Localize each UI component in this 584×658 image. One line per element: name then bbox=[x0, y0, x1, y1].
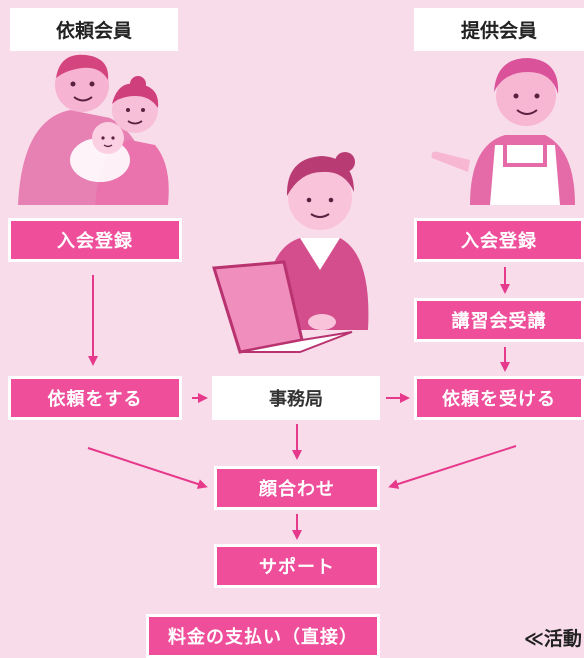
family-icon bbox=[18, 54, 169, 205]
provider-member-header: 提供会員 bbox=[414, 8, 584, 51]
arrow-requester-to-meeting bbox=[87, 447, 208, 489]
office-worker-computer-icon bbox=[212, 152, 369, 354]
meeting-box: 顔合わせ bbox=[214, 466, 380, 510]
activity-note: ≪活動 bbox=[524, 628, 582, 650]
requester-request-box: 依頼をする bbox=[8, 376, 182, 420]
provider-accept-box: 依頼を受ける bbox=[414, 376, 584, 420]
requester-member-header: 依頼会員 bbox=[10, 8, 178, 51]
support-box: サポート bbox=[214, 544, 380, 588]
provider-training-box: 講習会受講 bbox=[414, 298, 584, 342]
arrow-provider-to-meeting bbox=[388, 445, 517, 489]
provider-register-box: 入会登録 bbox=[414, 218, 584, 262]
helper-woman-icon bbox=[431, 58, 575, 205]
office-box: 事務局 bbox=[212, 376, 380, 420]
requester-register-box: 入会登録 bbox=[8, 218, 182, 262]
